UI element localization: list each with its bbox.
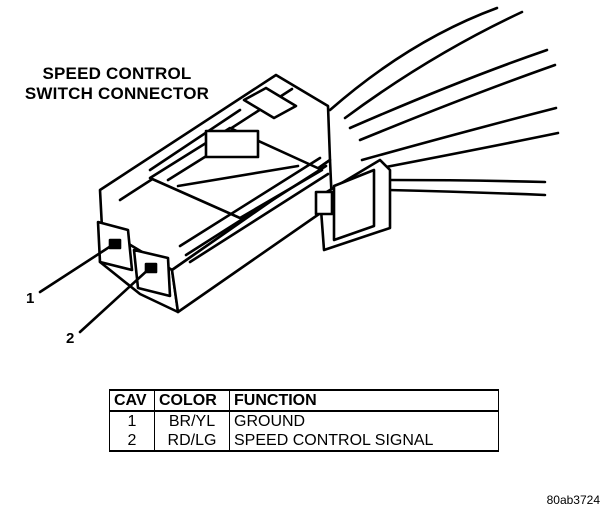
header-function: FUNCTION: [229, 389, 499, 412]
cell-color: BR/YL: [154, 411, 230, 431]
cell-function: SPEED CONTROL SIGNAL: [229, 431, 499, 452]
cell-function: GROUND: [229, 411, 499, 431]
cell-color: RD/LG: [154, 431, 230, 452]
callout-label-1: 1: [26, 290, 35, 307]
table-header-row: CAV COLOR FUNCTION: [109, 389, 499, 412]
cavity-1: [96, 220, 134, 272]
figure-code: 80ab3724: [546, 493, 600, 507]
connector-body: [98, 73, 334, 314]
diagram-title: SPEED CONTROL SWITCH CONNECTOR: [12, 64, 222, 104]
cell-cav: 2: [109, 431, 155, 452]
leader-line-2: [78, 266, 152, 334]
cavity-2: [132, 248, 172, 298]
title-line-2: SWITCH CONNECTOR: [24, 84, 210, 103]
header-cav: CAV: [109, 389, 155, 412]
table-row: 1 BR/YL GROUND: [109, 411, 499, 431]
cell-cav: 1: [109, 411, 155, 431]
leader-line-1: [38, 242, 116, 294]
locking-tab: [314, 158, 392, 252]
wire-bundle: [328, 6, 560, 197]
connector-illustration: [38, 6, 560, 334]
table-row: 2 RD/LG SPEED CONTROL SIGNAL: [109, 431, 499, 452]
title-line-1: SPEED CONTROL: [42, 64, 192, 83]
pinout-table: CAV COLOR FUNCTION 1 BR/YL GROUND 2 RD/L…: [109, 389, 499, 452]
callout-label-2: 2: [66, 330, 75, 347]
header-color: COLOR: [154, 389, 230, 412]
